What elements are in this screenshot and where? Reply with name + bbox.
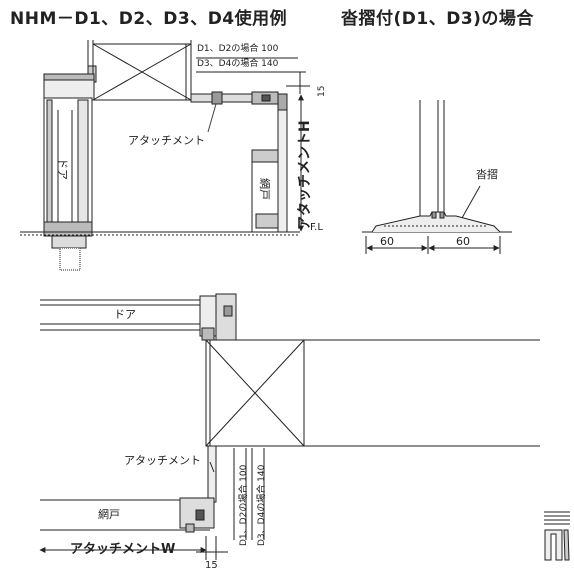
plan-note-d34: D3、D4の場合 140 (255, 464, 267, 546)
plan-screen-label: 網戸 (98, 507, 120, 521)
threshold-label: 沓摺 (476, 167, 498, 181)
elev-note-d34: D3、D4の場合 140 (197, 57, 279, 69)
plan-attachment-label: アタッチメント (124, 454, 201, 467)
plan-note-d12: D1、D2の場合 100 (237, 464, 249, 546)
plan-dim-bottom: 15 (205, 560, 218, 571)
threshold-dim-left: 60 (380, 235, 394, 248)
plan-attachment-w: アタッチメントW (70, 542, 175, 557)
plan-door-label: ドア (114, 308, 136, 321)
profile-thumbnail-icon (544, 511, 570, 561)
threshold-dim-right: 60 (456, 235, 470, 248)
threshold-detail (362, 100, 512, 254)
elev-dim-top: 15 (317, 86, 327, 97)
title-usage-example: NHM－D1、D2、D3、D4使用例 (10, 9, 288, 29)
elev-note-d12: D1、D2の場合 100 (197, 42, 279, 54)
plan-section (39, 293, 540, 560)
elev-door-label: ドア (56, 158, 69, 180)
title-threshold-case: 沓摺付(D1、D3)の場合 (341, 9, 534, 29)
elev-floor-label: F.L (310, 222, 323, 233)
elev-attachment-label: アタッチメント (128, 134, 205, 147)
elev-attachment-h: アタッチメントH (297, 120, 313, 230)
elev-screen-label: 網戸 (258, 178, 272, 200)
elevation-section (20, 40, 310, 271)
